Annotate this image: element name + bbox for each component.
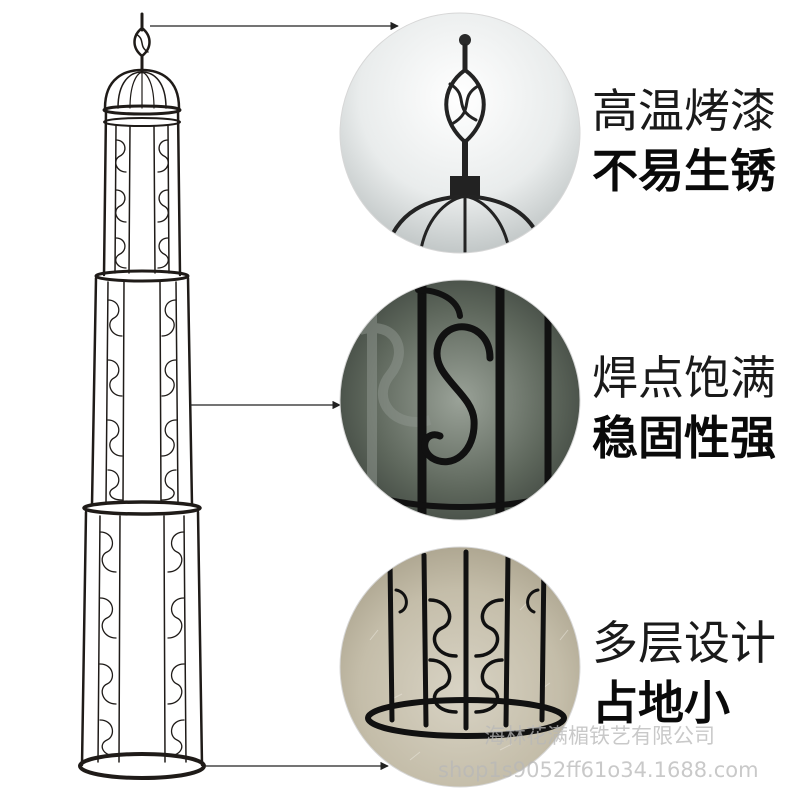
detail-base-photo (340, 547, 580, 787)
feature-3-title: 多层设计 (592, 616, 776, 670)
feature-caption-2: 焊点饱满 稳固性强 (592, 355, 792, 461)
detail-weld-photo (340, 280, 580, 520)
feature-3-subtitle: 占地小 (592, 676, 730, 730)
watermark-company: 海林花满楣铁艺有限公司 (484, 724, 715, 748)
feature-1-subtitle: 不易生锈 (592, 144, 776, 198)
obelisk-tower (78, 12, 206, 780)
feature-2-subtitle: 稳固性强 (592, 411, 776, 465)
callout-arrows (150, 21, 399, 771)
watermark-url: shop1s9052ff61o34.1688.com (438, 758, 759, 782)
feature-2-title: 焊点饱满 (592, 351, 776, 405)
detail-finial-photo (340, 13, 580, 253)
feature-caption-1: 高温烤漆 不易生锈 (592, 88, 792, 194)
feature-1-title: 高温烤漆 (592, 84, 776, 138)
feature-caption-3: 多层设计 占地小 (592, 620, 792, 726)
